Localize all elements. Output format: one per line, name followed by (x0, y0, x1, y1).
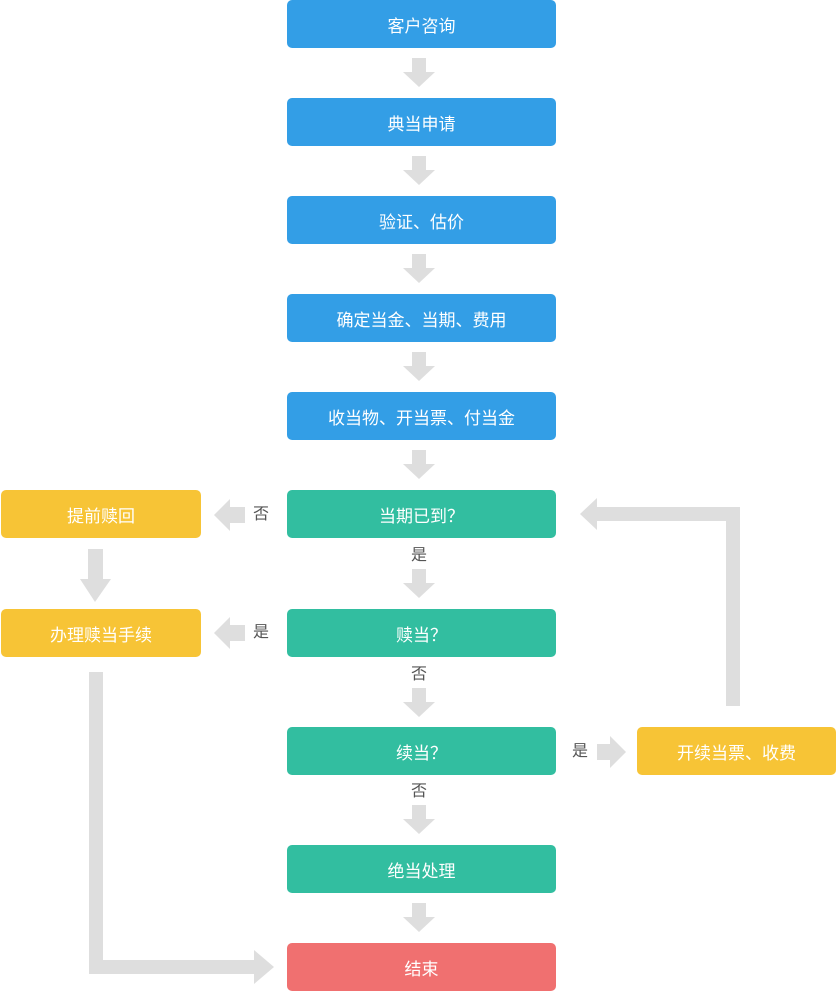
arrow-determine-to-receive (403, 352, 435, 381)
arrow-renew-to-forfeit (403, 805, 435, 834)
arrow-forfeit-to-end (403, 903, 435, 932)
label-due-yes: 是 (410, 545, 428, 564)
node-redeem-process: 办理赎当手续 (1, 609, 201, 657)
label-renew-yes: 是 (571, 741, 589, 760)
arrow-apply-to-verify (403, 156, 435, 185)
arrow-redeem-to-renew (403, 688, 435, 717)
arrow-redeem-to-process (214, 617, 245, 649)
label-due-no: 否 (252, 504, 270, 523)
node-end: 结束 (287, 943, 556, 991)
arrow-fee-loop-to-due (580, 498, 740, 706)
arrow-early-redeem-to-process (80, 549, 111, 602)
arrow-due-to-redeem (403, 569, 435, 598)
node-renew-fee: 开续当票、收费 (637, 727, 836, 775)
arrow-verify-to-determine (403, 254, 435, 283)
label-redeem-yes: 是 (252, 622, 270, 641)
node-renew-question: 续当？ (287, 727, 556, 775)
arrow-renew-to-fee (597, 736, 626, 768)
node-redeem-question: 赎当？ (287, 609, 556, 657)
arrow-due-to-early-redeem (214, 499, 245, 531)
node-verify-appraise: 验证、估价 (287, 196, 556, 244)
node-early-redeem: 提前赎回 (1, 490, 201, 538)
label-redeem-no: 否 (410, 664, 428, 683)
node-forfeit: 绝当处理 (287, 845, 556, 893)
node-pawn-application: 典当申请 (287, 98, 556, 146)
node-determine-terms: 确定当金、当期、费用 (287, 294, 556, 342)
label-renew-no: 否 (410, 781, 428, 800)
node-receive-pay: 收当物、开当票、付当金 (287, 392, 556, 440)
arrow-consult-to-apply (403, 58, 435, 87)
arrow-process-to-end (89, 672, 274, 984)
arrow-receive-to-due (403, 450, 435, 479)
node-due-question: 当期已到？ (287, 490, 556, 538)
node-customer-consult: 客户咨询 (287, 0, 556, 48)
